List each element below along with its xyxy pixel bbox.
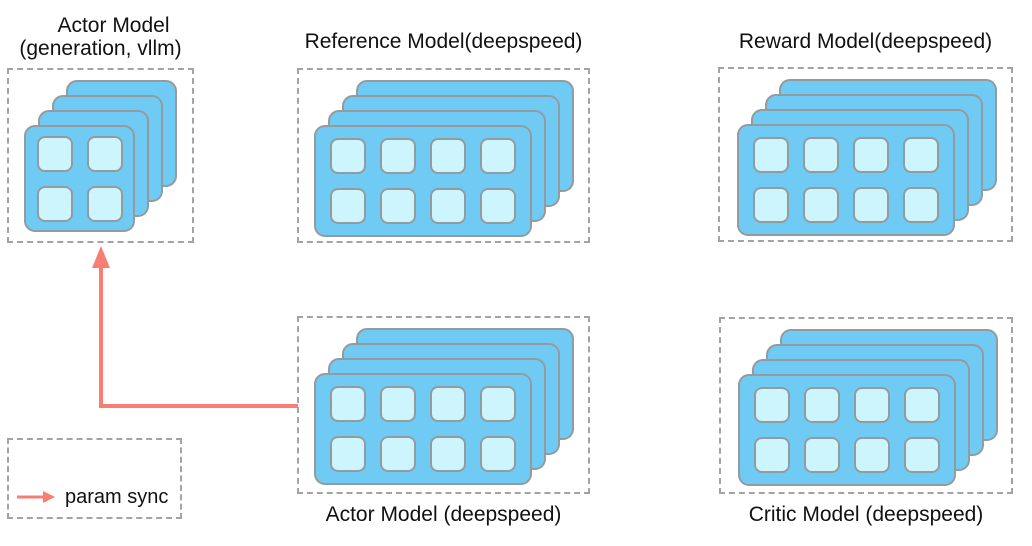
gpu-grid [316,127,530,235]
actor-deepspeed-box [297,316,590,494]
gpu-cell [803,187,839,223]
gpu-cell [330,138,366,174]
gpu-cell [854,437,890,473]
actor-vllm-title: Actor Model (generation, vllm) [7,14,194,60]
actor-deepspeed-gpu-stack [314,328,574,485]
gpu-cell [380,386,416,422]
gpu-grid [740,376,954,484]
gpu-card [738,374,956,486]
gpu-card [314,125,532,237]
gpu-cell [854,387,890,423]
legend-row: param sync [16,484,168,510]
gpu-cell [430,436,466,472]
gpu-cell [480,138,516,174]
reward-model-box [718,67,1013,242]
gpu-card [737,124,955,236]
gpu-grid [26,127,133,230]
reward-gpu-stack [737,79,997,236]
param-sync-arrow-line [99,264,298,408]
gpu-card [24,125,135,232]
gpu-cell [330,188,366,224]
legend-label: param sync [65,485,169,508]
gpu-cell [430,138,466,174]
gpu-cell [753,137,789,173]
critic-model-box [719,317,1013,494]
param-sync-arrow-icon [17,491,55,503]
gpu-cell [380,436,416,472]
gpu-card [314,373,532,485]
gpu-cell [754,437,790,473]
gpu-cell [430,188,466,224]
gpu-cell [86,185,123,222]
gpu-cell [36,135,73,172]
critic-gpu-stack [738,329,998,486]
legend-box: param sync [7,438,182,519]
param-sync-arrow [92,246,298,408]
actor-vllm-title-line1: Actor Model [57,14,170,37]
actor-vllm-box [7,68,194,243]
gpu-cell [86,135,123,172]
gpu-cell [480,386,516,422]
param-sync-arrowhead [92,246,110,268]
critic-model-label: Critic Model (deepspeed) [748,503,984,526]
gpu-cell [853,137,889,173]
gpu-grid [316,375,530,483]
gpu-cell [330,436,366,472]
reward-model-title: Reward Model(deepspeed) [738,30,993,53]
gpu-cell [36,185,73,222]
gpu-cell [853,187,889,223]
gpu-cell [903,137,939,173]
gpu-cell [803,137,839,173]
gpu-cell [904,387,940,423]
actor-vllm-title-line2: (generation, vllm) [19,37,182,60]
gpu-cell [804,437,840,473]
gpu-cell [903,187,939,223]
reference-model-title: Reference Model(deepspeed) [304,30,583,53]
gpu-cell [754,387,790,423]
gpu-cell [480,436,516,472]
gpu-cell [330,386,366,422]
reference-gpu-stack [314,80,574,237]
gpu-cell [904,437,940,473]
gpu-cell [380,138,416,174]
gpu-cell [480,188,516,224]
gpu-cell [753,187,789,223]
actor-deepspeed-label: Actor Model (deepspeed) [325,503,562,526]
reference-model-box [297,68,590,243]
gpu-cell [430,386,466,422]
gpu-cell [804,387,840,423]
actor-vllm-gpu-stack [24,80,177,232]
gpu-grid [739,126,953,234]
gpu-cell [380,188,416,224]
